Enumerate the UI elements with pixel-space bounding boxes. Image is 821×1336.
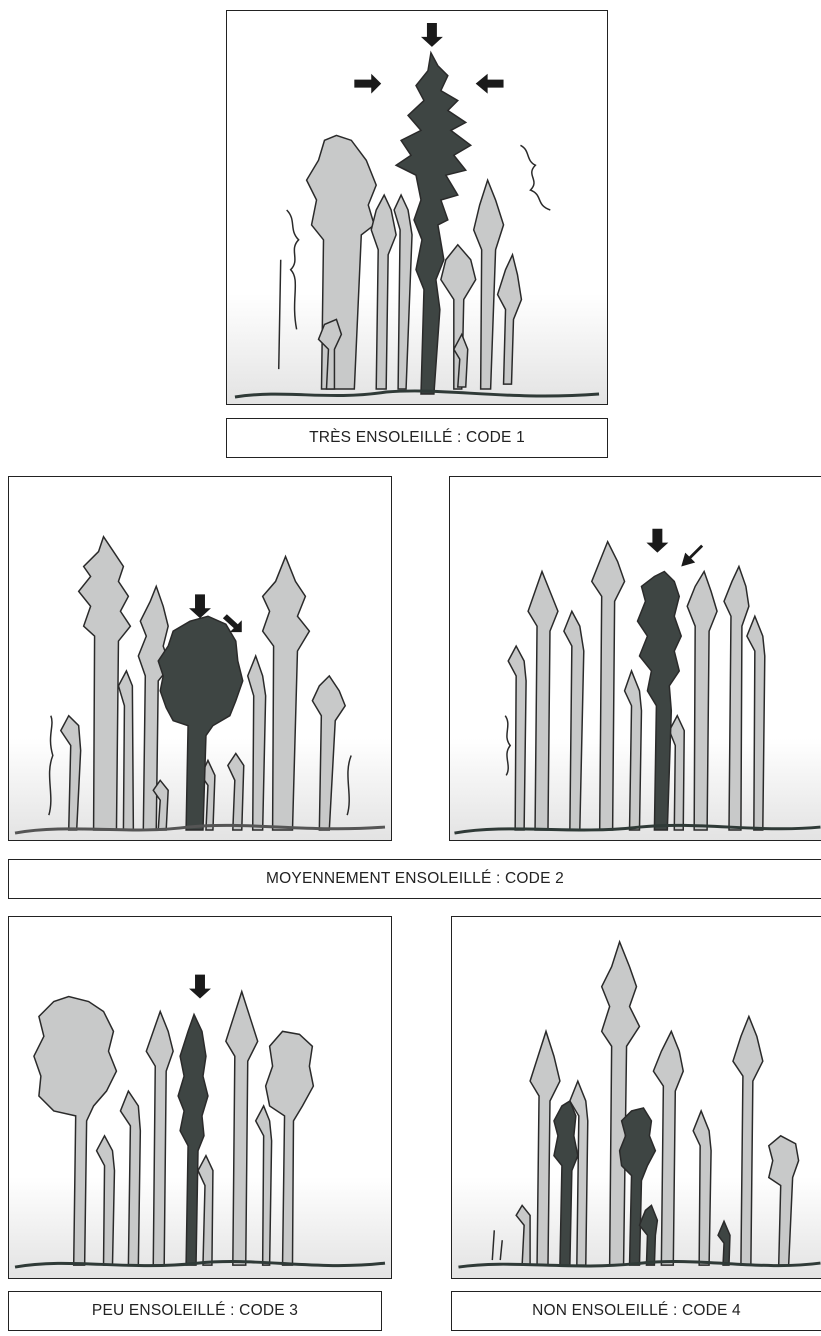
light-tree [746,614,766,831]
light-tree [507,644,527,831]
forest-illustration-code-2-right [454,528,821,835]
down-arrow-icon [189,594,211,619]
target-tree [157,615,244,831]
ground-line [14,1260,386,1269]
panel-code-2-right [449,476,821,841]
caption-code-3: PEU ENSOLEILLÉ : CODE 3 [8,1291,382,1331]
diagonal-arrow-icon [681,544,704,567]
light-tree [496,252,523,385]
light-tree [77,534,132,831]
light-tree [393,193,413,390]
light-tree [33,995,118,1266]
light-tree [563,609,585,831]
light-tree [311,674,347,831]
light-tree [261,554,311,831]
branch-line [277,209,300,370]
light-tree [515,1204,531,1266]
light-tree [225,989,259,1266]
light-tree [767,1134,800,1266]
target-tree [618,1107,657,1266]
light-tree [264,1030,315,1266]
panel-code-4 [451,916,821,1279]
diagonal-arrow-icon [222,614,242,633]
light-tree [95,1134,116,1266]
light-tree [137,584,172,831]
light-tree [145,1009,174,1266]
forest-illustration-code-2-left [14,534,386,835]
light-tree [197,1154,214,1266]
target-tree [638,1204,659,1266]
light-tree [692,1108,712,1266]
panel-code-3 [8,916,392,1279]
panel-code-1 [226,10,608,405]
target-tree [636,570,683,831]
light-tree [623,668,643,831]
caption-code-4: NON ENSOLEILLÉ : CODE 4 [451,1291,821,1331]
light-tree [732,1014,764,1266]
down-arrow-icon [420,22,443,47]
light-tree [254,1104,273,1266]
right-arrow-icon [354,73,382,94]
light-tree [117,669,135,831]
panel-code-2-left [8,476,392,841]
light-tree [226,752,245,831]
light-tree [452,332,469,388]
target-tree [553,1099,579,1266]
left-arrow-icon [475,73,504,94]
down-arrow-icon [189,974,211,999]
light-tree [119,1089,142,1266]
target-tree [717,1219,731,1266]
light-tree [527,569,559,831]
branch-line [346,755,352,816]
light-tree [600,939,641,1266]
branch-line [491,1230,503,1261]
light-tree [305,134,378,390]
ground-line [454,823,821,835]
light-tree [652,1029,685,1266]
light-tree [686,569,718,831]
light-tree [370,193,397,390]
ground-line [14,823,386,835]
target-tree [394,50,473,395]
forest-illustration-code-1 [234,22,600,399]
light-tree [529,1028,561,1266]
forest-illustration-code-3 [14,974,386,1269]
branch-line [504,715,512,776]
branch-line [48,715,54,816]
caption-code-1: TRÈS ENSOLEILLÉ : CODE 1 [226,418,608,458]
caption-code-2: MOYENNEMENT ENSOLEILLÉ : CODE 2 [8,859,821,899]
down-arrow-icon [646,528,669,553]
light-tree [317,318,343,390]
light-tree [440,243,477,390]
ground-line [234,389,600,399]
ground-line [458,1260,821,1269]
light-tree [590,539,626,831]
light-tree [246,653,267,831]
forest-illustration-code-4 [458,939,821,1269]
light-tree [569,1079,589,1266]
light-tree [472,177,505,390]
light-tree [668,714,685,831]
target-tree [177,1012,209,1266]
light-tree [723,564,750,831]
branch-line [520,144,551,211]
light-tree [59,714,82,831]
